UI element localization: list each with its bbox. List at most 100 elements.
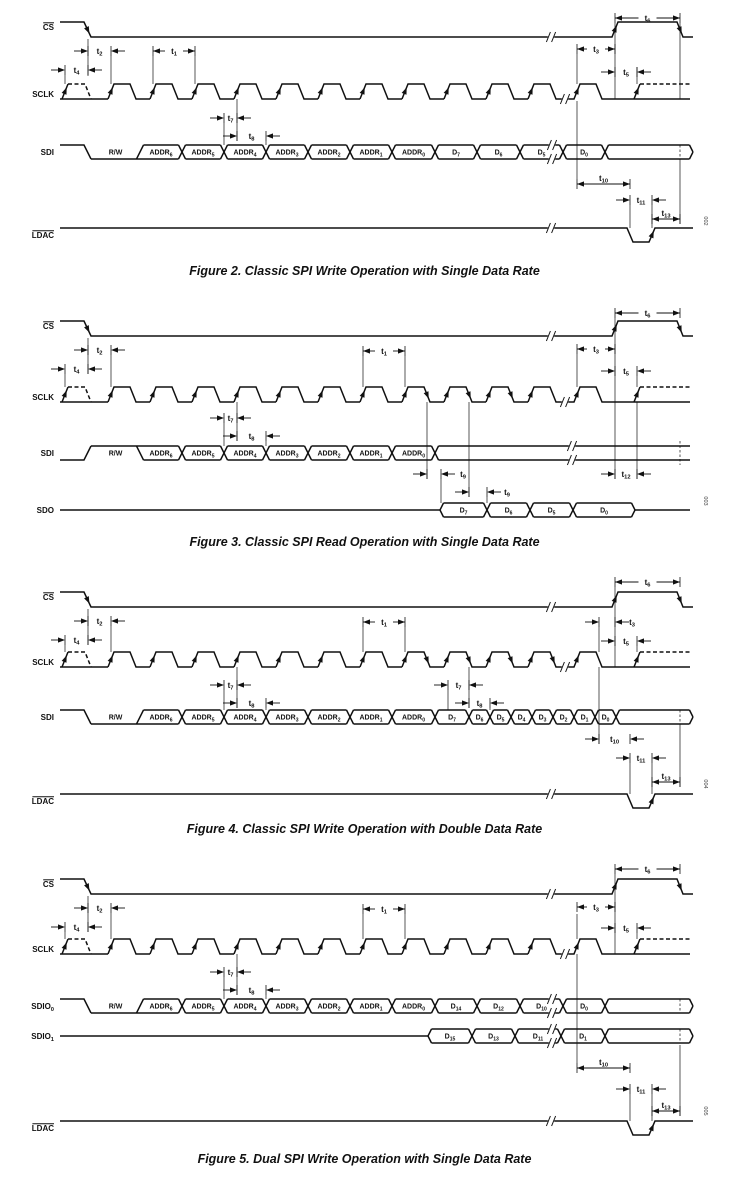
svg-text:ADDR0: ADDR0 [402, 150, 425, 159]
svg-text:t3: t3 [593, 45, 599, 56]
svg-text:SCLK: SCLK [32, 90, 54, 99]
svg-text:t1: t1 [171, 47, 178, 58]
svg-text:ADDR4: ADDR4 [233, 1004, 256, 1013]
svg-text:t1: t1 [381, 618, 388, 629]
svg-text:t9: t9 [460, 470, 466, 481]
svg-text:ADDR2: ADDR2 [317, 1004, 340, 1013]
svg-text:LDAC: LDAC [32, 797, 54, 806]
svg-text:t11: t11 [637, 1085, 647, 1096]
svg-text:t2: t2 [97, 346, 103, 357]
svg-text:t3: t3 [593, 345, 599, 356]
svg-text:ADDR3: ADDR3 [275, 1004, 298, 1013]
svg-text:D2: D2 [560, 715, 568, 724]
svg-text:D7: D7 [452, 150, 460, 159]
svg-text:t6: t6 [645, 865, 651, 876]
svg-text:t13: t13 [661, 209, 670, 220]
svg-text:t11: t11 [637, 196, 647, 207]
svg-text:t10: t10 [599, 174, 608, 185]
svg-text:t10: t10 [599, 1058, 608, 1069]
svg-text:LDAC: LDAC [32, 231, 54, 240]
svg-text:t6: t6 [645, 14, 651, 25]
svg-text:ADDR3: ADDR3 [275, 715, 298, 724]
svg-text:ADDR2: ADDR2 [317, 451, 340, 460]
svg-text:t4: t4 [74, 636, 81, 647]
svg-text:D3: D3 [539, 715, 547, 724]
svg-text:t5: t5 [623, 68, 630, 79]
svg-text:t2: t2 [97, 47, 103, 58]
svg-text:t12: t12 [621, 470, 630, 481]
svg-text:D0: D0 [580, 1004, 588, 1013]
svg-text:SDI: SDI [41, 148, 54, 157]
svg-text:D5: D5 [538, 150, 546, 159]
svg-text:ADDR5: ADDR5 [191, 1004, 214, 1013]
svg-text:ADDR4: ADDR4 [233, 715, 256, 724]
figure-5-caption: Figure 5. Dual SPI Write Operation with … [197, 1152, 532, 1166]
svg-text:ADDR6: ADDR6 [149, 715, 172, 724]
svg-text:D7: D7 [448, 715, 456, 724]
svg-text:D0: D0 [602, 715, 610, 724]
svg-text:D11: D11 [533, 1034, 544, 1043]
figure-4-caption: Figure 4. Classic SPI Write Operation wi… [186, 822, 543, 836]
svg-text:ADDR6: ADDR6 [149, 150, 172, 159]
svg-text:D5: D5 [497, 715, 505, 724]
svg-text:t4: t4 [74, 66, 81, 77]
svg-text:ADDR6: ADDR6 [149, 451, 172, 460]
svg-text:t4: t4 [74, 365, 81, 376]
svg-text:ADDR4: ADDR4 [233, 451, 256, 460]
svg-text:t7: t7 [228, 414, 234, 425]
svg-text:D7: D7 [460, 508, 468, 517]
svg-text:t5: t5 [623, 637, 630, 648]
svg-text:t11: t11 [637, 754, 647, 765]
svg-text:D0: D0 [600, 508, 608, 517]
svg-text:SDIO1: SDIO1 [31, 1032, 55, 1043]
svg-text:ADDR2: ADDR2 [317, 150, 340, 159]
svg-text:SDI: SDI [41, 713, 54, 722]
svg-text:D5: D5 [548, 508, 556, 517]
svg-text:ADDR3: ADDR3 [275, 451, 298, 460]
svg-text:D6: D6 [495, 150, 503, 159]
svg-text:t8: t8 [249, 699, 256, 710]
figure-3-caption: Figure 3. Classic SPI Read Operation wit… [189, 535, 540, 549]
svg-text:SDI: SDI [41, 449, 54, 458]
svg-text:t5: t5 [623, 367, 630, 378]
svg-text:SDIO0: SDIO0 [31, 1002, 54, 1013]
svg-text:ADDR0: ADDR0 [402, 715, 425, 724]
svg-text:002: 002 [702, 216, 708, 225]
svg-text:D10: D10 [536, 1004, 547, 1013]
svg-text:004: 004 [702, 779, 708, 788]
svg-text:D6: D6 [505, 508, 513, 517]
svg-text:003: 003 [702, 496, 708, 505]
figure-2-caption: Figure 2. Classic SPI Write Operation wi… [189, 264, 540, 278]
svg-text:D15: D15 [445, 1034, 456, 1043]
svg-text:t7: t7 [456, 681, 462, 692]
svg-text:ADDR3: ADDR3 [275, 150, 298, 159]
svg-text:CS: CS [43, 322, 55, 331]
svg-text:ADDR0: ADDR0 [402, 451, 425, 460]
svg-text:t8: t8 [477, 699, 484, 710]
svg-text:ADDR1: ADDR1 [359, 1004, 382, 1013]
svg-text:D12: D12 [493, 1004, 504, 1013]
svg-text:SDO: SDO [37, 506, 54, 515]
svg-text:ADDR6: ADDR6 [149, 1004, 172, 1013]
svg-text:R/W: R/W [109, 150, 123, 157]
svg-text:D0: D0 [580, 150, 588, 159]
svg-text:SCLK: SCLK [32, 393, 54, 402]
svg-text:t10: t10 [610, 735, 619, 746]
svg-text:ADDR5: ADDR5 [191, 451, 214, 460]
svg-text:t7: t7 [228, 681, 234, 692]
svg-text:t7: t7 [228, 968, 234, 979]
svg-text:005: 005 [702, 1106, 708, 1115]
svg-text:ADDR2: ADDR2 [317, 715, 340, 724]
svg-text:t13: t13 [661, 1101, 670, 1112]
svg-text:t8: t8 [249, 986, 256, 997]
svg-text:ADDR5: ADDR5 [191, 715, 214, 724]
svg-text:t4: t4 [74, 923, 81, 934]
svg-text:t8: t8 [249, 132, 256, 143]
svg-text:t1: t1 [381, 905, 388, 916]
